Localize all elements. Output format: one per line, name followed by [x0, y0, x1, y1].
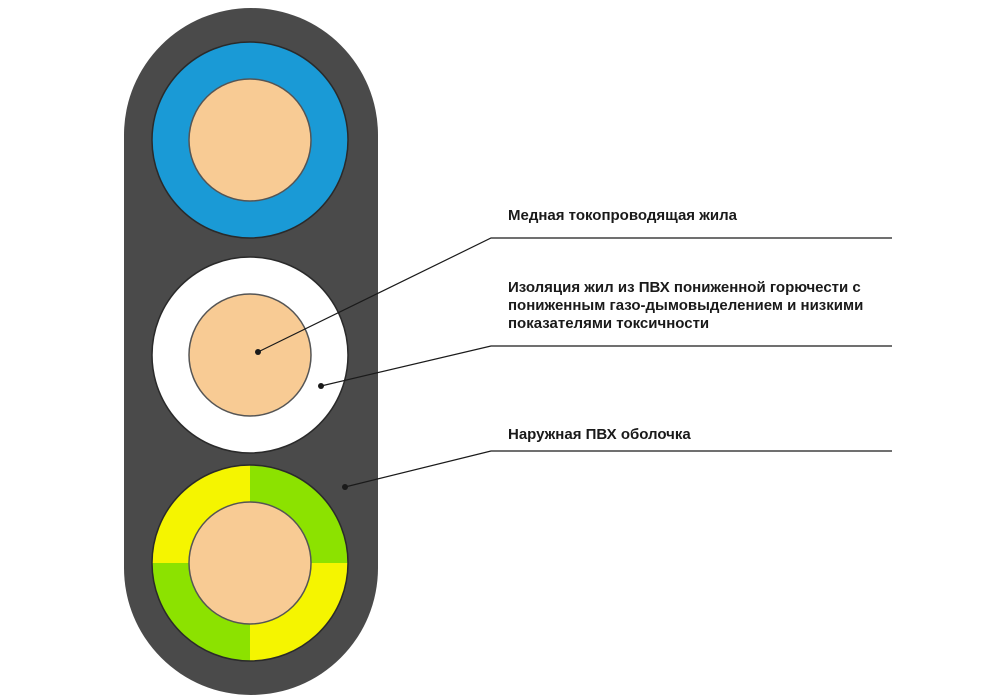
leader-line-copper: [257, 237, 892, 353]
copper-conductor-middle: [188, 293, 312, 417]
leader-line-sheath: [344, 450, 892, 488]
core-middle: [151, 256, 349, 454]
leader-insulation: [318, 345, 892, 389]
copper-conductor-bottom: [188, 501, 312, 625]
insulation-yellow-green-outline: [151, 464, 349, 662]
leader-dot-copper: [255, 349, 261, 355]
label-insulation-line-1: Изоляция жил из ПВХ пониженной горючести…: [508, 279, 861, 296]
leader-dot-sheath: [342, 484, 348, 490]
core-top: [151, 41, 349, 239]
label-insulation: Изоляция жил из ПВХ пониженной горючести…: [508, 279, 908, 333]
label-outer-sheath: Наружная ПВХ оболочка: [508, 426, 691, 443]
leader-copper: [255, 237, 892, 355]
label-insulation-line-3: показателями токсичности: [508, 315, 710, 332]
label-copper-core: Медная токопроводящая жила: [508, 207, 737, 224]
leader-sheath: [342, 450, 892, 490]
label-insulation-line-2: пониженным газо-дымовыделением и низкими: [508, 297, 864, 314]
leader-dot-insulation: [318, 383, 324, 389]
copper-conductor-top: [188, 78, 312, 202]
core-bottom: [151, 464, 349, 662]
leader-line-insulation: [320, 345, 892, 387]
